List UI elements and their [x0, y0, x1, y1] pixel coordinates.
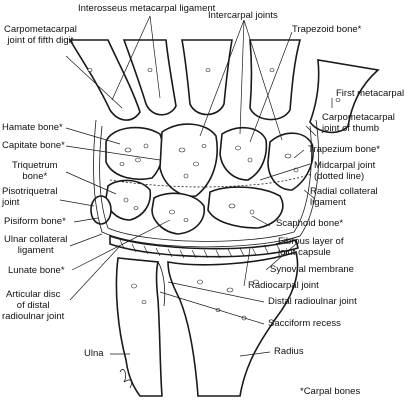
trapezoid	[219, 127, 268, 181]
radius-bone	[167, 250, 299, 397]
artist-signature	[119, 368, 132, 389]
label-radiocarpal-joint: Radiocarpal joint	[248, 280, 319, 291]
footnote-carpal-bones: *Carpal bones	[300, 386, 361, 397]
bone-texture	[87, 68, 341, 222]
label-ulna: Ulna	[84, 348, 104, 359]
label-cmc-thumb: Carpometacarpal joint of thumb	[322, 112, 395, 134]
label-scaphoid-bone: Scaphoid bone*	[276, 218, 344, 229]
label-ulnar-collateral-ligament: Ulnar collateral ligament	[4, 234, 68, 256]
label-distal-radioulnar-joint: Distal radioulnar joint	[268, 296, 357, 307]
trapezium	[267, 132, 314, 191]
joint-capsule	[93, 119, 319, 248]
label-intercarpal-joints: Intercarpal joints	[208, 10, 278, 21]
first-metacarpal-bone	[309, 59, 380, 134]
pisiform	[90, 195, 112, 225]
label-midcarpal-joint: Midcarpal joint (dotted line)	[314, 160, 376, 182]
label-trapezoid-bone: Trapezoid bone*	[292, 24, 362, 35]
label-capitate-bone: Capitate bone*	[2, 140, 65, 151]
label-cmc-fifth-digit: Carpometacarpal joint of fifth digit	[4, 24, 77, 46]
label-first-metacarpal: First metacarpal	[336, 88, 405, 99]
label-lunate-bone: Lunate bone*	[8, 265, 65, 276]
forearm-bones	[115, 250, 299, 397]
label-sacciform-recess: Sacciform recess	[268, 318, 341, 329]
label-articular-disc: Articular disc of distal radioulnar join…	[2, 289, 65, 322]
label-pisiform-bone: Pisiform bone*	[4, 216, 66, 227]
label-interosseus-metacarpal-ligament: Interosseus metacarpal ligament	[78, 3, 216, 14]
metacarpals	[68, 39, 380, 134]
second-metacarpal	[249, 39, 302, 121]
lunate	[151, 192, 205, 235]
scaphoid	[207, 186, 284, 229]
label-radius: Radius	[274, 346, 304, 357]
radiocarpal-band	[109, 234, 299, 259]
label-radial-collateral-ligament: Radial collateral ligament	[310, 186, 378, 208]
label-synovial-membrane: Synovial membrane	[270, 264, 354, 275]
fourth-metacarpal	[122, 39, 177, 116]
label-triquetrum-bone: Triquetrum bone*	[12, 160, 58, 182]
leader-lines	[59, 15, 333, 357]
label-trapezium-bone: Trapezium bone*	[308, 144, 380, 155]
label-hamate-bone: Hamate bone*	[2, 122, 63, 133]
ulna-bone	[115, 257, 163, 397]
fifth-metacarpal	[68, 39, 141, 121]
capitate	[159, 123, 218, 197]
third-metacarpal	[181, 39, 233, 116]
label-fibrous-layer: Fibrous layer of joint capsule	[278, 236, 344, 258]
label-pisotriquetral-joint: Pisotriquetral joint	[2, 186, 58, 208]
